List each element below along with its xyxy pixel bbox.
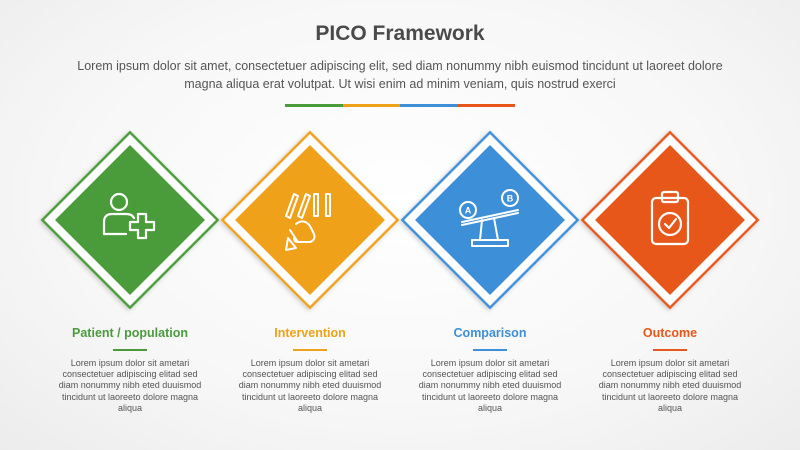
stage-title-intervention: Intervention: [274, 326, 346, 340]
page-title: PICO Framework: [315, 22, 485, 45]
clipboard-check-icon: [650, 190, 690, 246]
diamond-fill-patient: [55, 145, 205, 295]
diamond-fill-outcome: [595, 145, 745, 295]
divider-segment-blue: [400, 104, 458, 107]
stage-intervention: [220, 130, 400, 310]
page-subtitle: Lorem ipsum dolor sit amet, consectetuer…: [77, 59, 723, 91]
stage-underline-outcome: [653, 349, 687, 351]
scale-label-a: A: [465, 206, 472, 216]
stage-comparison: A B: [400, 130, 580, 310]
stage-underline-intervention: [293, 349, 327, 351]
divider-segment-red: [457, 104, 515, 107]
stage-underline-comparison: [473, 349, 507, 351]
stage-description-comparison: Lorem ipsum dolor sit ametari consectetu…: [418, 358, 562, 413]
stage-description-intervention: Lorem ipsum dolor sit ametari consectetu…: [238, 358, 382, 413]
stage-patient: [40, 130, 220, 310]
stage-description-outcome: Lorem ipsum dolor sit ametari consectetu…: [598, 358, 742, 413]
diamond-fill-intervention: [235, 145, 385, 295]
hand-domino-icon: [285, 193, 331, 251]
patient-add-icon: [102, 192, 156, 240]
divider-segment-orange: [342, 104, 400, 107]
balance-scale-icon: [459, 189, 519, 247]
stage-title-outcome: Outcome: [642, 326, 698, 340]
stage-outcome: [580, 130, 760, 310]
stage-underline-patient: [113, 349, 147, 351]
title-divider: [285, 104, 515, 107]
stage-title-comparison: Comparison: [453, 326, 527, 340]
stage-title-patient: Patient / population: [72, 326, 188, 340]
scale-label-b: B: [507, 194, 514, 204]
stage-description-patient: Lorem ipsum dolor sit ametari consectetu…: [58, 358, 202, 413]
divider-segment-green: [285, 104, 343, 107]
